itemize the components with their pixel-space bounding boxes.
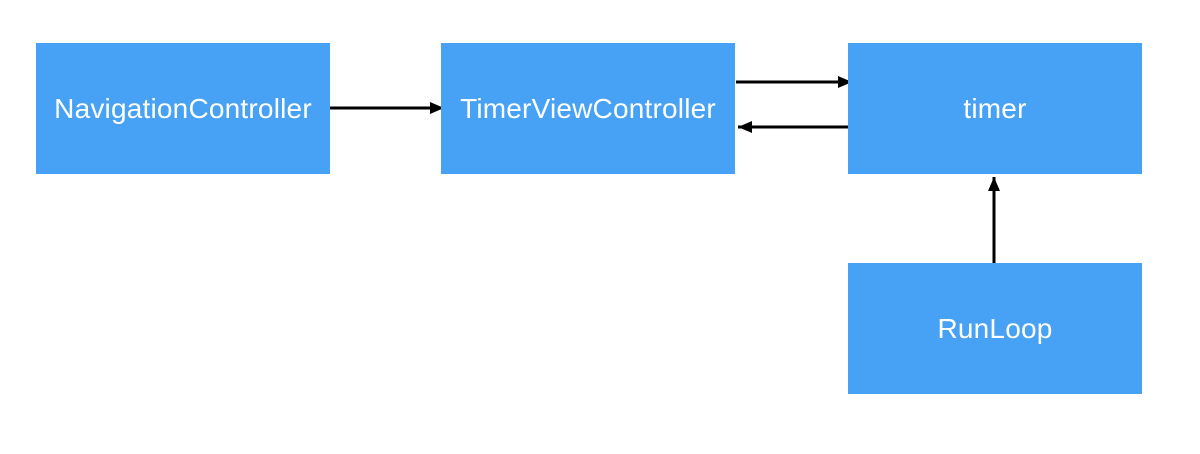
node-timer: timer [848,43,1142,174]
node-navigation-controller: NavigationController [36,43,330,174]
node-runloop: RunLoop [848,263,1142,394]
node-timer-label: timer [963,92,1027,124]
node-runloop-label: RunLoop [937,312,1053,344]
node-timer-view-controller: TimerViewController [441,43,735,174]
node-timer-view-controller-label: TimerViewController [460,92,716,124]
node-navigation-controller-label: NavigationController [54,92,312,124]
